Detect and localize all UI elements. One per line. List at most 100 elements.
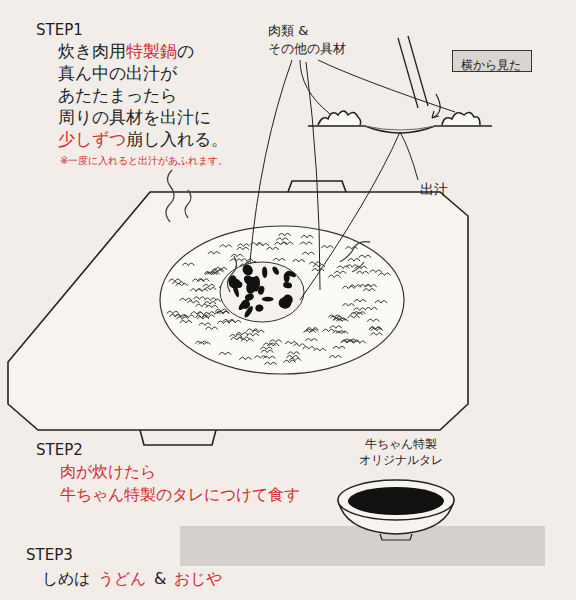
cabbage-stroke <box>261 350 273 353</box>
cabbage-stroke <box>354 300 366 303</box>
cabbage-stroke <box>348 259 360 262</box>
cabbage-stroke <box>341 340 353 343</box>
cabbage-stroke <box>193 297 205 300</box>
cabbage-stroke <box>196 304 208 307</box>
cabbage-stroke <box>357 271 369 274</box>
cabbage-stroke <box>231 254 243 257</box>
cabbage-stroke <box>334 271 346 274</box>
cabbage-stroke <box>285 342 297 345</box>
cabbage-stroke <box>263 343 275 346</box>
cabbage-stroke <box>238 244 250 247</box>
cabbage-stroke <box>212 269 224 272</box>
cabbage-stroke <box>229 320 241 323</box>
cabbage-stroke <box>191 312 203 315</box>
cabbage-stroke <box>323 329 335 332</box>
text-run: 炊き肉用 <box>58 41 126 61</box>
text-run: あたたまったら <box>58 85 177 105</box>
cabbage-stroke <box>208 252 220 255</box>
text-run: 周りの具材を出汁に <box>58 107 211 127</box>
cabbage-stroke <box>206 327 218 330</box>
cabbage-stroke <box>263 356 275 359</box>
cabbage-stroke <box>190 289 202 292</box>
cabbage-stroke <box>314 349 326 352</box>
meat-piece <box>262 266 268 278</box>
tag-box: 横から見た <box>452 50 532 72</box>
cabbage-stroke <box>302 252 314 255</box>
cabbage-stroke <box>169 279 181 282</box>
cabbage-stroke <box>247 329 259 332</box>
cabbage-stroke <box>288 352 300 355</box>
text-run: うどん <box>98 569 146 588</box>
cabbage-stroke <box>237 247 249 250</box>
cabbage-stroke <box>293 344 305 347</box>
cabbage-stroke <box>182 263 194 266</box>
text-line: 少しずつ崩し入れる。 <box>58 128 228 150</box>
cabbage-stroke <box>231 338 243 341</box>
text-line: 周りの具材を出汁に <box>58 106 211 128</box>
step-heading: STEP2 <box>36 440 83 460</box>
leader-lines <box>250 60 455 300</box>
meat-piece <box>262 297 274 302</box>
cabbage-stroke <box>333 346 345 349</box>
meat-piece <box>282 294 293 305</box>
ingredients-mound <box>160 226 404 374</box>
cabbage-stroke <box>370 333 382 336</box>
cabbage-stroke <box>367 319 379 322</box>
step-heading: STEP3 <box>26 545 73 565</box>
meat-piece <box>286 270 297 279</box>
cabbage-stroke <box>330 326 342 329</box>
callout-label: 肉類 & その他の具材 <box>268 22 368 58</box>
callout-label: 出汁 <box>420 180 448 199</box>
meat-piece <box>231 282 240 298</box>
text-run: おじや <box>174 569 222 588</box>
cabbage-stroke <box>365 307 377 310</box>
text-line: 炊き肉用特製鍋の <box>58 40 194 62</box>
cabbage-stroke <box>217 311 229 314</box>
cabbage-stroke <box>348 316 360 319</box>
step-heading: STEP1 <box>36 20 83 40</box>
cabbage-stroke <box>198 312 210 315</box>
cabbage-stroke <box>306 328 318 331</box>
cabbage-stroke <box>267 247 279 250</box>
cabbage-stroke <box>257 244 269 247</box>
cabbage-stroke <box>265 362 277 365</box>
sauce-bowl <box>338 480 454 540</box>
cabbage-stroke <box>309 262 321 265</box>
cabbage-stroke <box>273 258 285 261</box>
cabbage-stroke <box>217 311 229 314</box>
cabbage-stroke <box>301 235 313 238</box>
text-run: 崩し入れる。 <box>126 129 228 149</box>
cabbage-stroke <box>220 245 232 248</box>
cabbage-stroke <box>287 356 299 359</box>
text-run: の <box>177 41 194 61</box>
meat-piece <box>241 263 255 278</box>
cabbage-stroke <box>354 308 366 311</box>
cabbage-stroke <box>370 270 382 273</box>
cabbage-stroke <box>199 323 211 326</box>
text-run: しめは <box>42 569 90 588</box>
cabbage-stroke <box>342 304 354 307</box>
cabbage-stroke <box>205 272 217 275</box>
text-run: 特製鍋 <box>126 41 177 61</box>
text-line: 真ん中の出汁が <box>58 62 177 84</box>
text-line: しめはうどん&おじや <box>42 568 222 589</box>
cabbage-stroke <box>359 255 371 258</box>
cabbage-stroke <box>203 315 215 318</box>
cabbage-stroke <box>370 327 382 330</box>
steam <box>166 170 370 292</box>
cabbage-stroke <box>192 279 204 282</box>
text-run: 真ん中の出汁が <box>58 63 177 83</box>
cabbage-stroke <box>205 272 217 275</box>
cabbage-stroke <box>204 288 216 291</box>
cabbage-stroke <box>341 341 353 344</box>
cabbage-stroke <box>346 247 358 250</box>
cabbage-stroke <box>219 352 231 355</box>
hotpot-pan <box>8 181 468 445</box>
cabbage-stroke <box>342 286 354 289</box>
grey-band <box>180 526 545 566</box>
note: ※一度に入れると出汁があふれます。 <box>60 154 228 168</box>
cabbage-stroke <box>176 317 188 320</box>
cabbage-stroke <box>276 238 288 241</box>
cabbage-stroke <box>304 330 316 333</box>
